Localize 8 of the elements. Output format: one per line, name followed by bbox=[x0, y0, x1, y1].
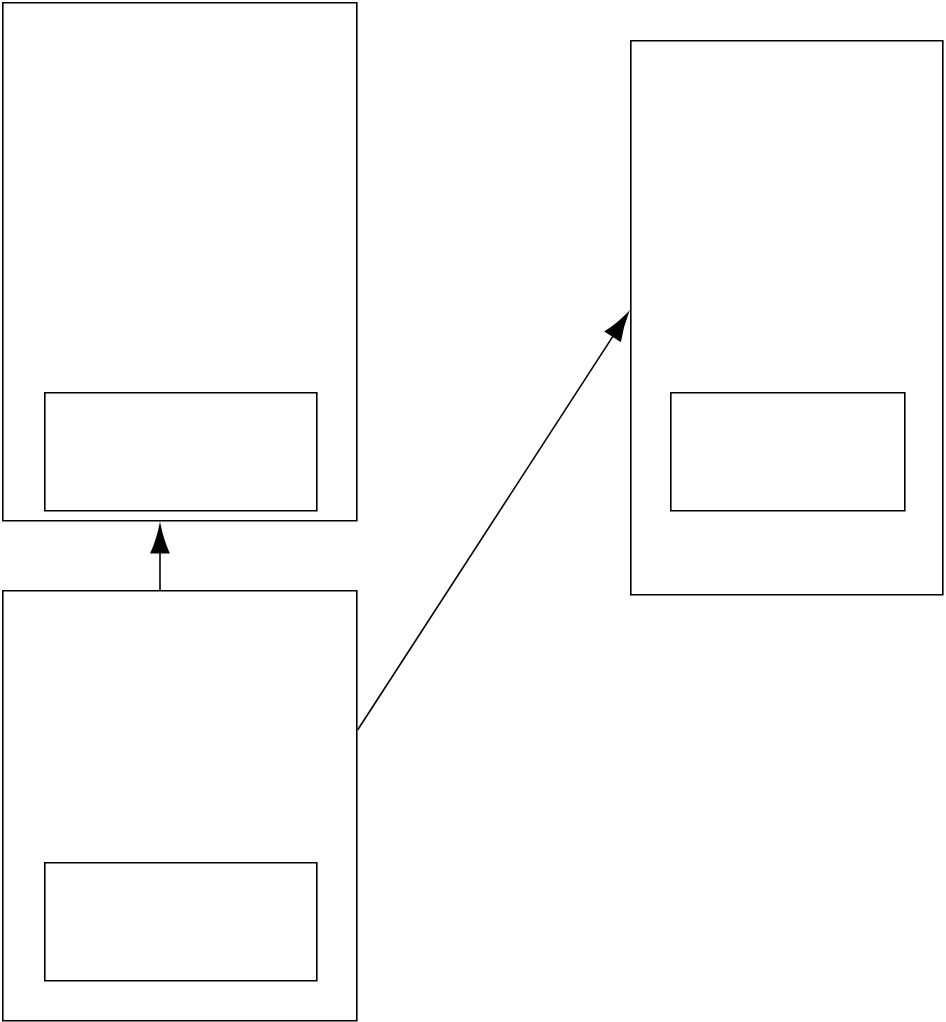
arrow bbox=[356, 312, 629, 731]
frame-box bbox=[2, 2, 358, 522]
frame-box bbox=[630, 40, 944, 596]
arrow bbox=[150, 524, 170, 591]
inner-box bbox=[44, 862, 318, 982]
frame-box bbox=[2, 590, 358, 1022]
inner-box bbox=[44, 392, 318, 512]
inner-box bbox=[670, 392, 906, 512]
